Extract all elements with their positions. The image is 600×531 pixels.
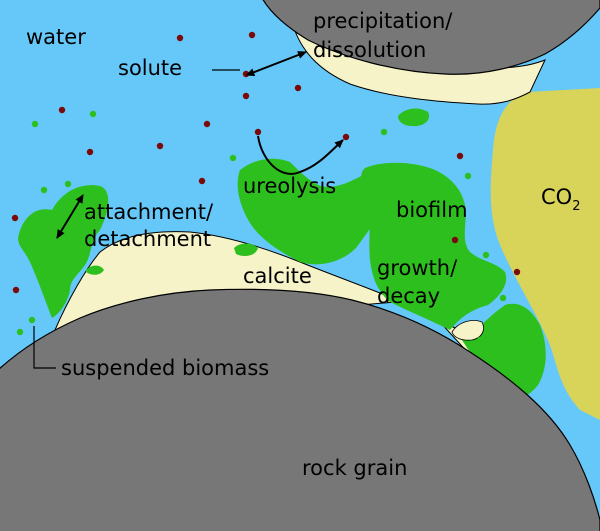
label-rock-grain: rock grain: [302, 456, 407, 480]
label-water: water: [26, 25, 86, 49]
attachment-arrow: [56, 194, 84, 239]
label-growth-line2: decay: [377, 284, 440, 308]
solute-dot: [11, 214, 19, 222]
label-precipitation-line2: dissolution: [313, 38, 426, 62]
biofilm-center-patch: [237, 158, 390, 265]
biomass-dot: [499, 294, 507, 302]
solute-dot: [451, 236, 459, 244]
biofilm-small-patch-c: [86, 265, 104, 275]
biofilm-patches: [18, 108, 546, 399]
biofilm-small-patch-b: [234, 243, 258, 256]
biofilm-left-patch: [18, 185, 109, 318]
biomass-dot: [373, 216, 381, 224]
suspended-biomass-leader: [33, 326, 56, 369]
solute-dot: [12, 286, 20, 294]
label-biofilm: biofilm: [396, 198, 468, 222]
label-precipitation-line1: precipitation/: [313, 9, 453, 33]
biomass-dot: [28, 316, 36, 324]
biomass-dot: [64, 180, 72, 188]
label-ureolysis: ureolysis: [243, 174, 336, 198]
solute-dot: [242, 92, 250, 100]
rock-upper: [262, 0, 600, 75]
biomass-dot: [380, 128, 388, 136]
solute-dot: [254, 128, 262, 136]
solute-dot: [176, 34, 184, 42]
solute-dot: [198, 177, 206, 185]
solute-dot: [513, 268, 521, 276]
biofilm-small-patch-a: [398, 108, 430, 127]
ureolysis-arrow: [257, 135, 344, 175]
solute-dot: [294, 84, 302, 92]
solute-dot: [248, 31, 256, 39]
solute-dot: [156, 142, 164, 150]
biofilm-right-patch: [361, 162, 507, 330]
label-co2-main: CO: [541, 185, 572, 209]
rock-lower: [0, 288, 600, 531]
biomass-dot: [89, 110, 97, 118]
solute-dot: [456, 152, 464, 160]
biomass-dot: [464, 172, 472, 180]
solute-dot: [242, 70, 250, 78]
label-attachment-line2: detachment: [84, 227, 211, 251]
biomass-dot: [229, 154, 237, 162]
co2-region: [490, 88, 600, 420]
biomass-dot: [16, 328, 24, 336]
label-solute: solute: [118, 56, 182, 80]
biomass-dot: [40, 186, 48, 194]
label-suspended-biomass: suspended biomass: [61, 356, 269, 380]
precipitation-arrow: [245, 51, 307, 77]
label-attachment-line1: attachment/: [84, 200, 214, 224]
solute-dot: [203, 120, 211, 128]
solute-dot: [342, 133, 350, 141]
solute-dot: [86, 148, 94, 156]
label-co2-subscript: 2: [572, 199, 580, 214]
calcite-small-patch: [451, 320, 484, 341]
label-growth-line1: growth/: [377, 256, 458, 280]
biomass-dot: [476, 336, 484, 344]
label-co2: CO2: [541, 185, 580, 214]
biomass-particles: [16, 110, 507, 344]
solute-dot: [58, 106, 66, 114]
label-calcite: calcite: [243, 264, 312, 288]
biomass-dot: [351, 203, 359, 211]
biomass-dot: [482, 251, 490, 259]
biomass-dot: [31, 120, 39, 128]
